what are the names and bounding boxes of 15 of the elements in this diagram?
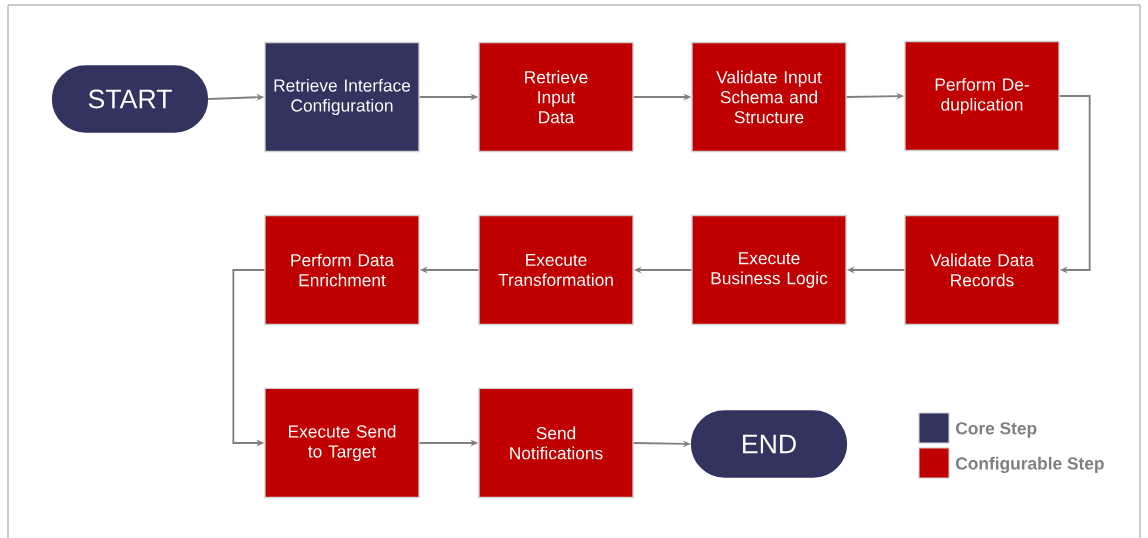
- terminator-pill: END: [690, 410, 848, 478]
- process-box: Execute Send to Target: [264, 387, 420, 499]
- process-box: Perform De-duplication: [904, 40, 1060, 152]
- terminator-pill: START: [51, 65, 209, 133]
- process-box: Perform Data Enrichment: [264, 214, 420, 326]
- process-box: Execute Transformation: [478, 214, 634, 326]
- process-box: Validate Input Schema and Structure: [691, 41, 847, 153]
- legend-label: Core Step: [956, 422, 1037, 438]
- legend-label: Configurable Step: [956, 456, 1104, 474]
- process-box: Execute Business Logic: [691, 214, 847, 326]
- process-box: Retrieve Input Data: [478, 41, 634, 153]
- arrow: [1058, 95, 1091, 274]
- process-box: Validate Data Records: [904, 214, 1060, 326]
- process-box: Send Notifications: [478, 387, 634, 499]
- process-box: Retrieve Interface Configuration: [264, 41, 420, 153]
